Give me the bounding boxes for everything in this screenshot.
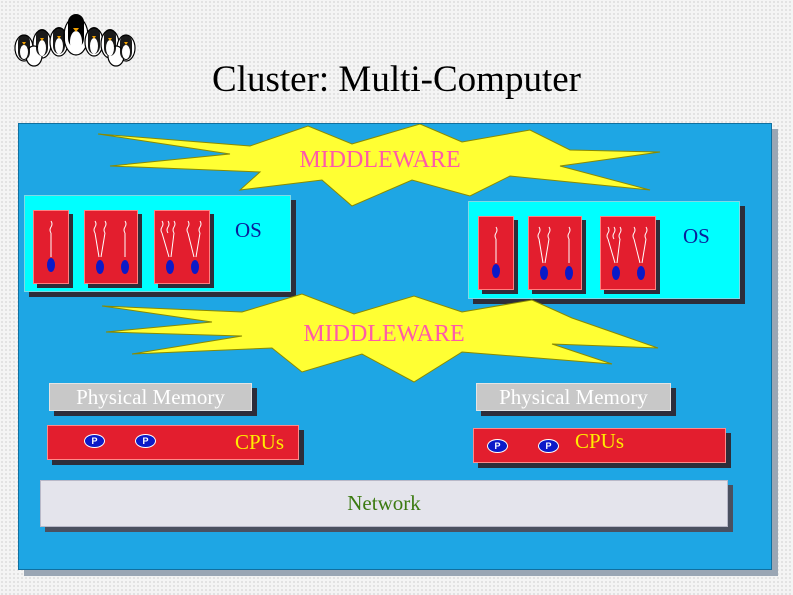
thread-icon (492, 226, 500, 278)
os-label-right: OS (683, 224, 710, 248)
process-box (84, 210, 138, 284)
thread-icon (537, 226, 573, 280)
page-title: Cluster: Multi-Computer (212, 59, 581, 100)
thread-icon (160, 220, 202, 274)
physical-memory-left: Physical Memory (49, 383, 252, 411)
process-box (154, 210, 210, 284)
network-bar: Network (40, 480, 728, 527)
p-chip-icon: P (84, 434, 105, 448)
process-box (478, 216, 514, 290)
network-label: Network (347, 491, 421, 515)
os-label-left: OS (235, 218, 262, 242)
p-chip-icon: P (538, 439, 559, 453)
process-box (33, 210, 69, 284)
thread-icon (606, 226, 648, 280)
thread-icon (93, 220, 129, 274)
p-chip-icon: P (135, 434, 156, 448)
cpu-label-right: CPUs (575, 429, 625, 453)
thread-icon (47, 220, 55, 272)
cpu-bar-left: P P CPUs (47, 425, 299, 460)
process-box (528, 216, 582, 290)
cpu-bar-right: P P CPUs (473, 428, 726, 463)
p-chip-icon: P (487, 439, 508, 453)
cpu-label-left: CPUs (235, 430, 285, 454)
penguin-group-icon (14, 14, 136, 67)
physical-memory-right: Physical Memory (476, 383, 671, 411)
process-box (600, 216, 656, 290)
